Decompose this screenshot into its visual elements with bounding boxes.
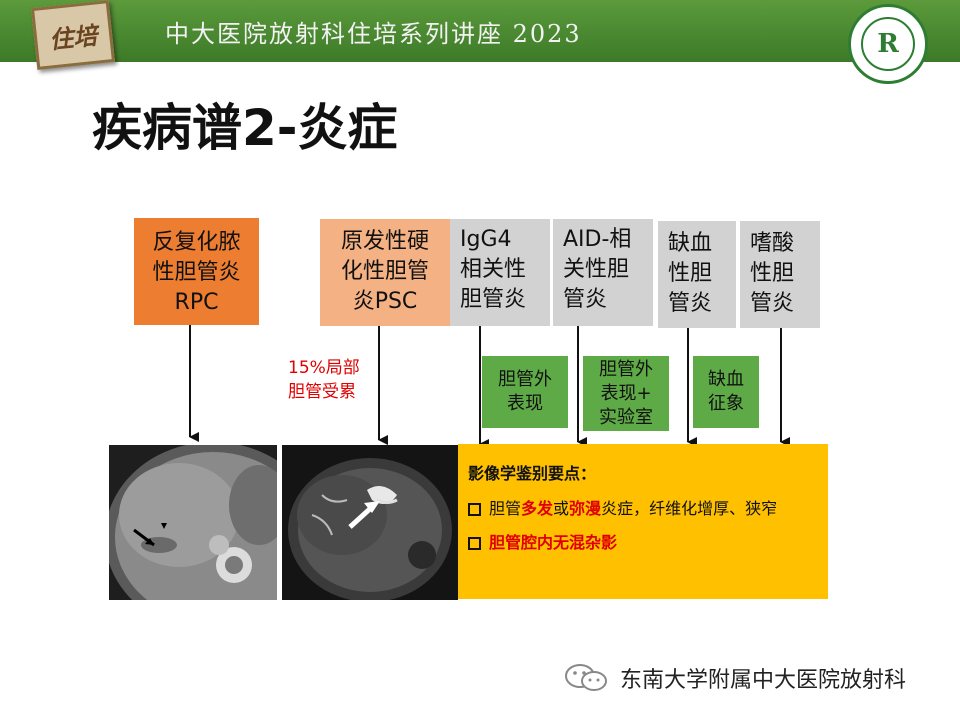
green-box-2-line1: 胆管外 (599, 359, 653, 380)
box-psc-line1: 原发性硬 (340, 229, 429, 254)
box-rpc-line1: 反复化脓 (152, 230, 241, 255)
box-igg4-line1: IgG4 (460, 227, 512, 252)
footer: 东南大学附属中大医院放射科 (560, 662, 906, 694)
box-aid-line1: AID-相 (563, 227, 632, 252)
logo-mark: R (861, 17, 915, 71)
kp1-post: 炎症，纤维化增厚、狭窄 (601, 499, 778, 518)
green-box-3-line2: 征象 (708, 393, 744, 414)
box-aid: AID-相 关性胆 管炎 (553, 219, 653, 326)
ct-image-rpc (109, 445, 277, 600)
key-points-heading: 影像学鉴别要点： (468, 464, 597, 483)
header-title: 中大医院放射科住培系列讲座 2023 (165, 20, 582, 48)
green-box-ischemic-sign: 缺血 征象 (693, 356, 759, 428)
ct-scan-graphic (109, 445, 277, 600)
psc-note-line1: 15%局部 (288, 358, 360, 378)
checkbox-square-icon (468, 503, 481, 516)
kp1-red1: 多发 (521, 499, 554, 518)
key-points-panel: 影像学鉴别要点： 胆管多发或弥漫炎症，纤维化增厚、狭窄 胆管腔内无混杂影 (458, 444, 828, 599)
mri-image-psc (282, 445, 458, 600)
kp1-mid: 或 (553, 499, 570, 518)
psc-note: 15%局部 胆管受累 (288, 356, 360, 404)
box-ischemic-line2: 性胆 (668, 261, 713, 286)
key-point-1-text: 胆管多发或弥漫炎症，纤维化增厚、狭窄 (489, 498, 777, 520)
footer-text: 东南大学附属中大医院放射科 (620, 668, 907, 693)
box-igg4: IgG4 相关性 胆管炎 (450, 219, 550, 326)
box-igg4-line3: 胆管炎 (460, 287, 527, 312)
green-box-extra-biliary: 胆管外 表现 (482, 356, 568, 428)
box-rpc: 反复化脓 性胆管炎 RPC (134, 218, 259, 325)
box-rpc-line3: RPC (174, 290, 219, 315)
box-rpc-line2: 性胆管炎 (152, 260, 241, 285)
box-ischemic-line3: 管炎 (668, 291, 713, 316)
green-box-1-line1: 胆管外 (498, 369, 552, 390)
box-eosinophilic-line2: 性胆 (750, 261, 795, 286)
key-point-2: 胆管腔内无混杂影 (468, 532, 828, 554)
box-aid-line2: 关性胆 (563, 257, 630, 282)
psc-note-line2: 胆管受累 (288, 382, 356, 402)
key-point-2-text: 胆管腔内无混杂影 (489, 533, 618, 552)
green-box-1-line2: 表现 (507, 393, 543, 414)
box-eosinophilic-line1: 嗜酸 (750, 231, 795, 256)
slide-title: 疾病谱2-炎症 (92, 99, 398, 157)
mri-scan-graphic (282, 445, 458, 600)
green-box-3-line1: 缺血 (708, 369, 744, 390)
box-ischemic: 缺血 性胆 管炎 (658, 221, 736, 328)
box-aid-line3: 管炎 (563, 287, 608, 312)
green-box-extra-biliary-lab: 胆管外 表现+ 实验室 (583, 356, 669, 431)
checkbox-square-icon (468, 537, 481, 550)
green-box-2-line3: 实验室 (599, 407, 653, 428)
kp1-red2: 弥漫 (569, 499, 602, 518)
box-ischemic-line1: 缺血 (668, 231, 713, 256)
box-psc: 原发性硬 化性胆管 炎PSC (320, 219, 450, 326)
green-box-2-line2: 表现+ (600, 383, 652, 404)
box-eosinophilic: 嗜酸 性胆 管炎 (740, 221, 820, 328)
box-psc-line2: 化性胆管 (340, 259, 429, 284)
box-igg4-line2: 相关性 (460, 257, 527, 282)
key-point-1: 胆管多发或弥漫炎症，纤维化增厚、狭窄 (468, 498, 828, 520)
box-eosinophilic-line3: 管炎 (750, 291, 795, 316)
kp1-pre: 胆管 (489, 499, 522, 518)
header-bar: 住培 中大医院放射科住培系列讲座 2023 (0, 0, 960, 70)
box-psc-line3: 炎PSC (352, 289, 418, 314)
wechat-icon (565, 664, 607, 691)
hospital-logo-icon: R (848, 4, 928, 84)
